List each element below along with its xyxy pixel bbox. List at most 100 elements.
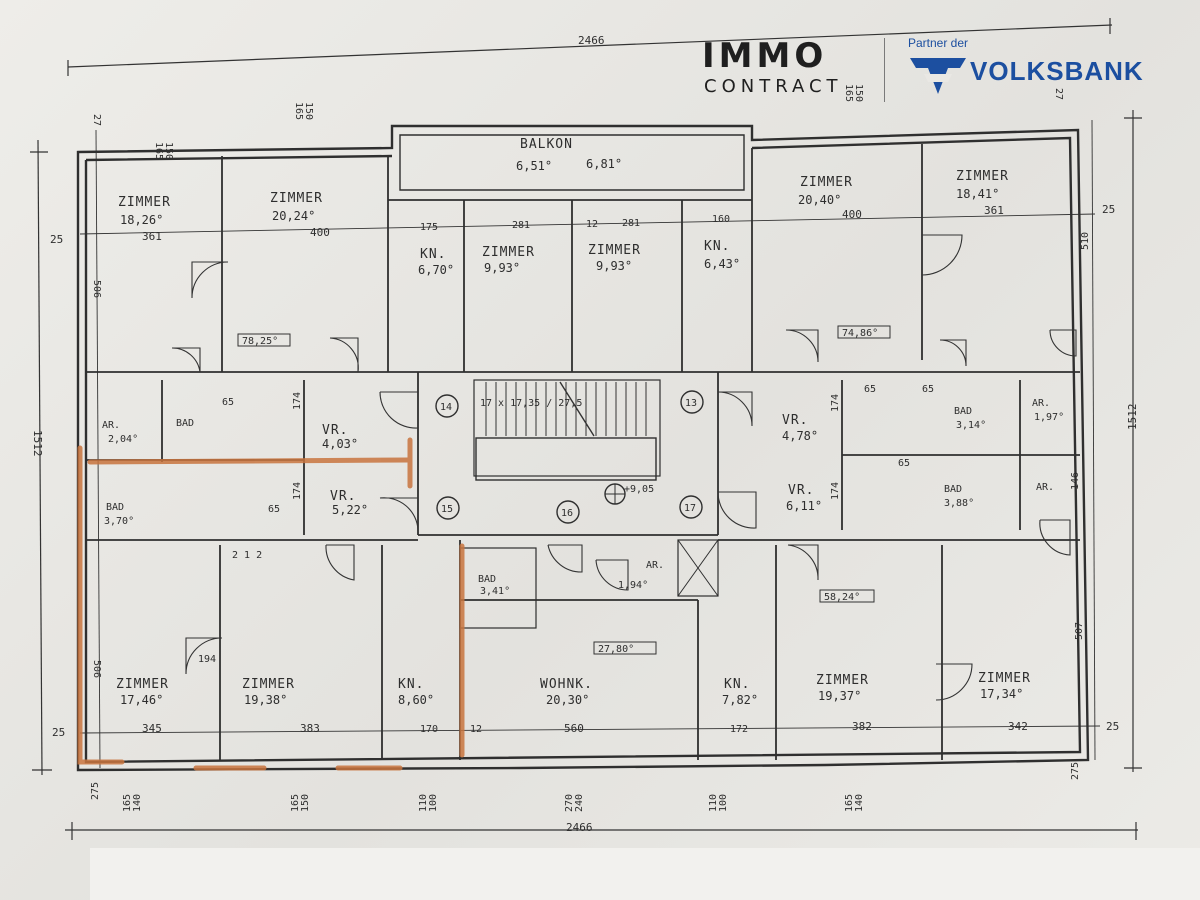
dimension-wing: 507 (1074, 622, 1085, 640)
room-area: 4,78° (782, 429, 818, 443)
window-dim: 27 (91, 114, 102, 126)
room-name: ZIMMER (816, 673, 869, 688)
door-dim: 65 (864, 384, 876, 395)
room-width: 160 (712, 214, 730, 225)
room-area: 19,37° (818, 689, 861, 703)
room-area: 3,14° (956, 420, 986, 431)
room-name: ZIMMER (116, 677, 169, 692)
room-name: ZIMMER (978, 671, 1031, 686)
room-name: BALKON (520, 137, 573, 152)
room-width: 383 (300, 722, 320, 735)
room-name: KN. (704, 239, 730, 254)
dimension-corner: 275 (90, 782, 101, 800)
window-dim: 140 (854, 794, 865, 812)
window-dim: 240 (574, 794, 585, 812)
room-area: 18,41° (956, 187, 999, 201)
room-name: BAD (478, 574, 496, 585)
room-width: 361 (984, 204, 1004, 217)
dimension-line-top (67, 24, 1113, 68)
room-width: 281 (622, 218, 640, 229)
room-area: 8,60° (398, 693, 434, 707)
wall-dim: 2 1 2 (232, 550, 262, 561)
room-name: WOHNK. (540, 677, 593, 692)
logo-partner-text: Partner der (908, 36, 969, 50)
company-logo: IMMO CONTRACT Partner der VOLKSBANK (700, 36, 1180, 106)
room-width: 400 (310, 226, 330, 239)
dimension-line-left (37, 139, 43, 776)
room-name: ZIMMER (118, 195, 171, 210)
room-name: ZIMMER (588, 243, 641, 258)
exterior-walls (76, 124, 1090, 772)
room-area: 3,70° (104, 516, 134, 527)
window-dim: 100 (718, 794, 729, 812)
door-dim: 65 (898, 458, 910, 469)
room-name: AR. (102, 420, 120, 431)
room-name: ZIMMER (482, 245, 535, 260)
room-name: KN. (398, 677, 424, 692)
logo-divider (884, 38, 885, 102)
window-dim: 165 (122, 794, 133, 812)
interior-walls (86, 144, 1080, 760)
room-area: 3,88° (944, 498, 974, 509)
dimension-wing: 506 (91, 280, 102, 298)
room-name: KN. (724, 677, 750, 692)
room-name: AR. (646, 560, 664, 571)
room-area: 6,43° (704, 257, 740, 271)
room-name: BAD (106, 502, 124, 513)
window-dim: 27 (1053, 88, 1064, 100)
apartment-number-17 (679, 495, 703, 519)
window-dim: 150 (300, 794, 311, 812)
room-name: BAD (176, 418, 194, 429)
window-dim: 150 (303, 102, 314, 120)
room-width: 361 (142, 230, 162, 243)
apartment-label: 17 (684, 503, 696, 514)
room-area: 6,11° (786, 499, 822, 513)
room-area: 20,30° (546, 693, 589, 707)
room-area: 9,93° (484, 261, 520, 275)
dimension-wing: 510 (1080, 232, 1091, 250)
room-area: 20,40° (798, 193, 841, 207)
room-width: 170 (420, 724, 438, 735)
apartment-number-14 (435, 394, 459, 418)
staircase (485, 381, 647, 437)
window-dim: 100 (428, 794, 439, 812)
door-dim: 65 (222, 397, 234, 408)
window-dim: 270 (564, 794, 575, 812)
dimension-total-bottom: 2466 (566, 821, 593, 834)
room-area: 18,26° (120, 213, 163, 227)
room-name: VR. (782, 413, 808, 428)
apartment-label: 15 (441, 504, 453, 515)
door-dim: 65 (268, 504, 280, 515)
room-name: ZIMMER (270, 191, 323, 206)
room-name: KN. (420, 247, 446, 262)
room-area: 20,24° (272, 209, 315, 223)
room-area: 4,03° (322, 437, 358, 451)
room-area: 6,51° (516, 159, 552, 173)
window-dim: 140 (132, 794, 143, 812)
room-name: AR. (1032, 398, 1050, 409)
room-name: VR. (788, 483, 814, 498)
window-dim: 110 (418, 794, 429, 812)
room-area: 3,41° (480, 586, 510, 597)
apartment-label: 14 (440, 402, 452, 413)
dimension-margin: 25 (1102, 203, 1115, 216)
window-dim: 110 (708, 794, 719, 812)
unit-total: 78,25° (242, 336, 278, 347)
room-width: 172 (730, 724, 748, 735)
room-width: 382 (852, 720, 872, 733)
unit-total: 27,80° (598, 644, 634, 655)
room-width: 175 (420, 222, 438, 233)
room-width: 342 (1008, 720, 1028, 733)
room-area: 7,82° (722, 693, 758, 707)
room-name: ZIMMER (800, 175, 853, 190)
room-width: 281 (512, 220, 530, 231)
room-area: 9,93° (596, 259, 632, 273)
room-area: 19,38° (244, 693, 287, 707)
room-area: 1,94° (618, 580, 648, 591)
apartment-number-13 (680, 390, 704, 414)
level-label: +9,05 (624, 484, 654, 495)
room-width: 345 (142, 722, 162, 735)
room-name: VR. (322, 423, 348, 438)
room-name: BAD (944, 484, 962, 495)
